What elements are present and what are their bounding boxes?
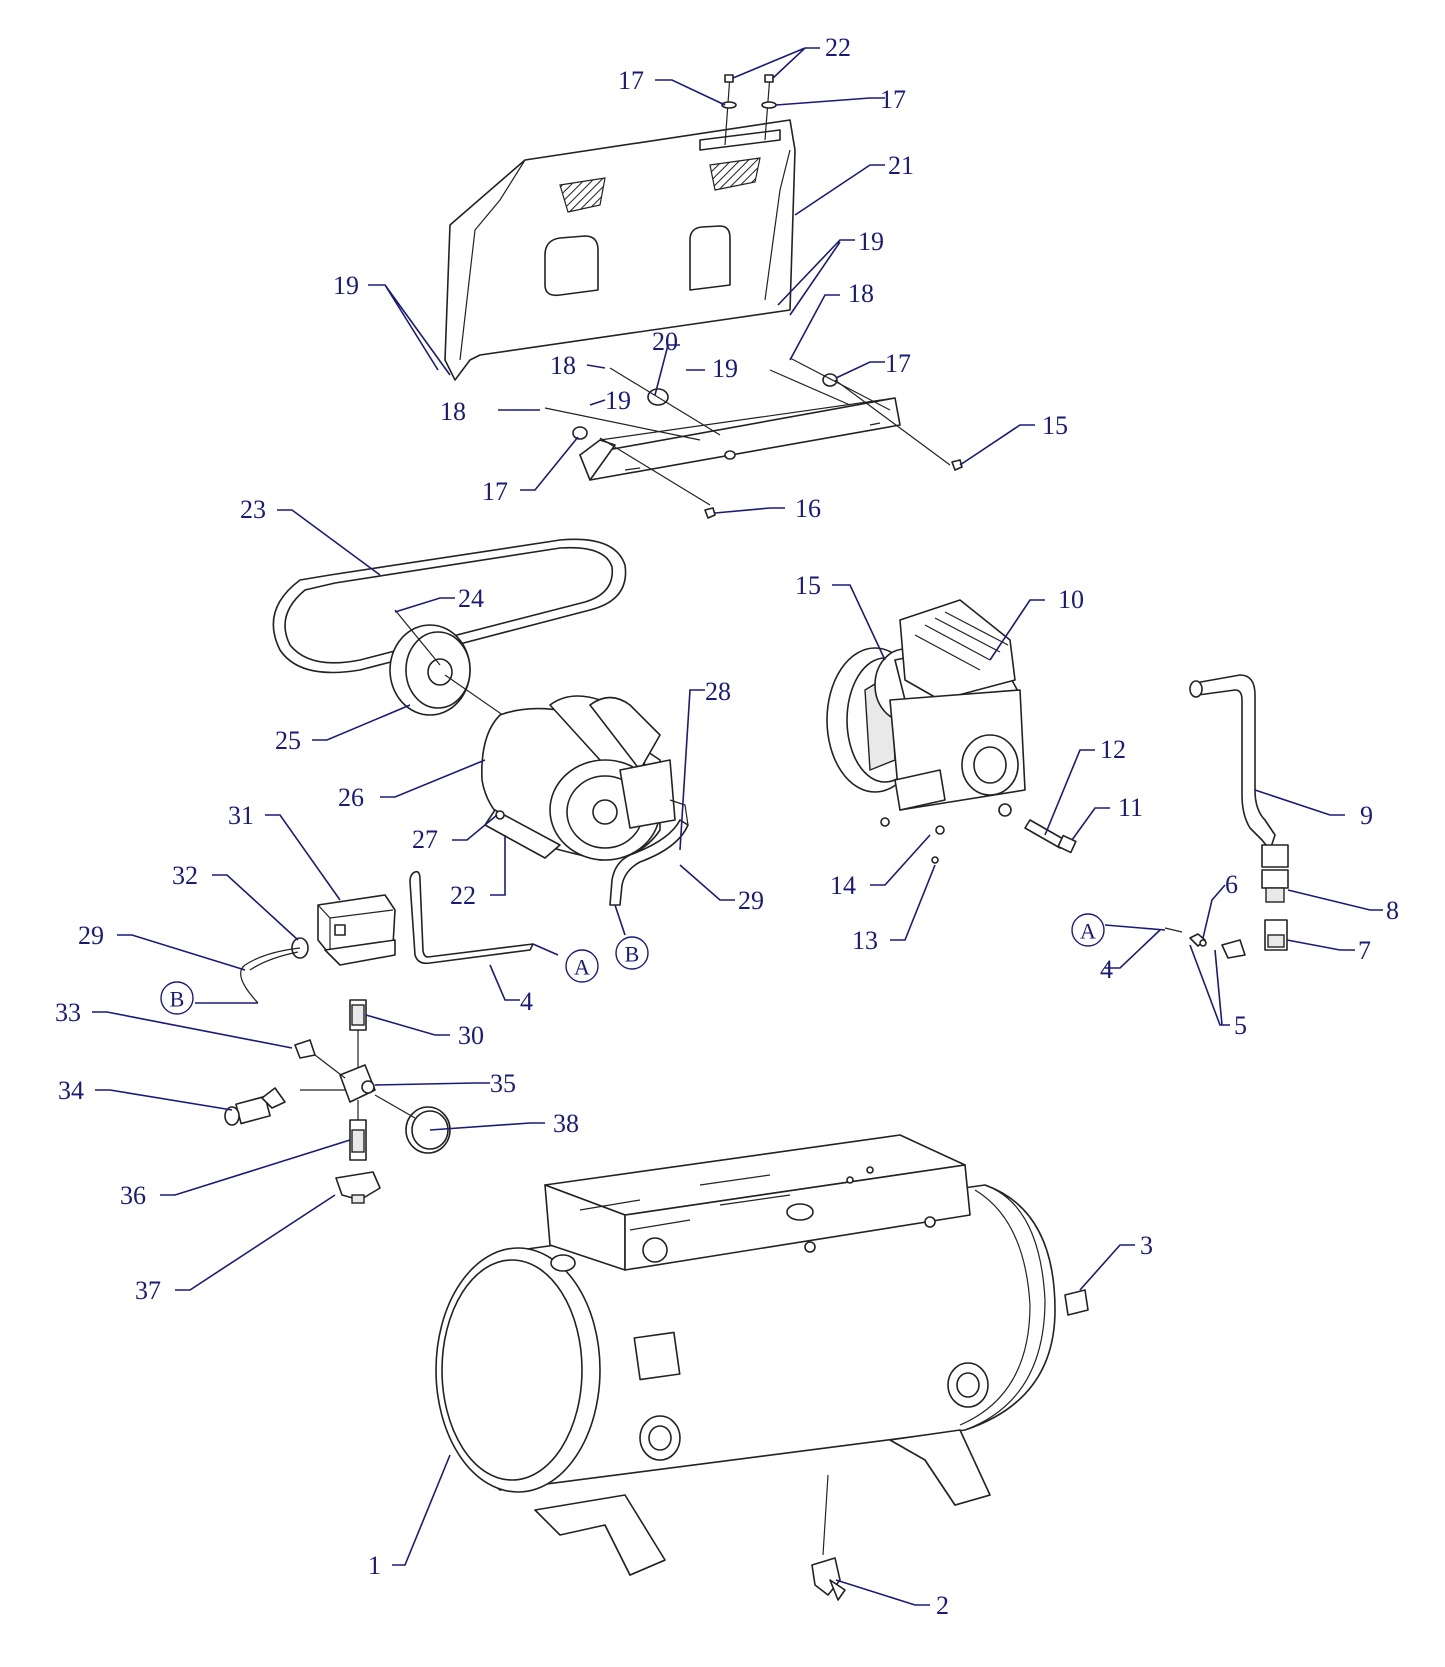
- tank-platform: [544, 1134, 971, 1271]
- compressor-pump: [826, 599, 1077, 864]
- callout-36: 36: [120, 1181, 146, 1210]
- callout-4-left: 4: [520, 987, 533, 1016]
- guard-bracket: [579, 397, 901, 481]
- pulley: [389, 609, 511, 721]
- right-fittings: [1164, 919, 1288, 959]
- callout-23: 23: [240, 495, 266, 524]
- discharge-tube: [1189, 674, 1289, 903]
- callout-30: 30: [458, 1021, 484, 1050]
- ref-marker-b-left: B: [170, 987, 185, 1012]
- air-tank: [435, 1184, 1089, 1493]
- callout-26: 26: [338, 783, 364, 812]
- ref-marker-a-right: A: [1080, 919, 1096, 944]
- callout-29-right: 29: [738, 886, 764, 915]
- callout-8: 8: [1386, 896, 1399, 925]
- callout-16-right: 15: [1042, 411, 1068, 440]
- callout-10: 10: [1058, 585, 1084, 614]
- motor: [481, 695, 689, 861]
- reference-markers: A A B B: [160, 904, 1166, 1015]
- callout-11: 11: [1118, 793, 1143, 822]
- callout-16-lower: 16: [795, 494, 821, 523]
- callout-21: 21: [888, 151, 914, 180]
- callout-17-top-right: 17: [880, 85, 906, 114]
- callout-7: 7: [1358, 936, 1371, 965]
- callout-1: 1: [368, 1551, 381, 1580]
- callout-27: 27: [412, 825, 438, 854]
- tank-feet: [534, 1429, 991, 1576]
- belt-guard: [444, 119, 796, 381]
- callout-32: 32: [172, 861, 198, 890]
- callout-19-center: 19: [712, 354, 738, 383]
- callout-17-lower-left: 17: [482, 477, 508, 506]
- callout-19-lower: 19: [605, 386, 631, 415]
- callout-3: 3: [1140, 1231, 1153, 1260]
- pump-cooling-fins: [914, 611, 1009, 671]
- callout-29-left: 29: [78, 921, 104, 950]
- callout-9: 9: [1360, 801, 1373, 830]
- belt: [272, 538, 627, 674]
- callout-17-mid-right: 17: [885, 349, 911, 378]
- callout-38: 38: [553, 1109, 579, 1138]
- ref-marker-b-right: B: [625, 942, 640, 967]
- drain-valve: [811, 1474, 846, 1601]
- callout-35: 35: [490, 1069, 516, 1098]
- callout-layer: 1 2 3 4 4 5 6 7 8 9 10 11 12: [55, 33, 1399, 1620]
- callout-34: 34: [58, 1076, 84, 1105]
- callout-14: 14: [830, 871, 856, 900]
- callout-20: 20: [652, 327, 678, 356]
- manifold: [224, 999, 451, 1204]
- callout-33: 33: [55, 998, 81, 1027]
- ref-marker-a-left: A: [574, 955, 590, 980]
- callout-5: 5: [1234, 1011, 1247, 1040]
- callout-25: 25: [275, 726, 301, 755]
- callout-6: 6: [1225, 870, 1238, 899]
- pressure-switch: [240, 894, 396, 1004]
- callout-18-left: 18: [440, 397, 466, 426]
- callout-13: 13: [852, 926, 878, 955]
- callout-4-right: 4: [1100, 955, 1113, 984]
- callout-2: 2: [936, 1591, 949, 1620]
- callout-22-lower: 22: [450, 881, 476, 910]
- callout-19-left: 19: [333, 271, 359, 300]
- callout-22-top: 22: [825, 33, 851, 62]
- callout-17-top-left: 17: [618, 66, 644, 95]
- callout-12: 12: [1100, 735, 1126, 764]
- callout-19-right: 19: [858, 227, 884, 256]
- callout-28: 28: [705, 677, 731, 706]
- callout-18-mid: 18: [550, 351, 576, 380]
- callout-18-right: 18: [848, 279, 874, 308]
- callout-37: 37: [135, 1276, 161, 1305]
- callout-31: 31: [228, 801, 254, 830]
- tubes-left: [409, 819, 689, 965]
- callout-24: 24: [458, 584, 484, 613]
- callout-15: 15: [795, 571, 821, 600]
- guard-hardware: [544, 74, 963, 519]
